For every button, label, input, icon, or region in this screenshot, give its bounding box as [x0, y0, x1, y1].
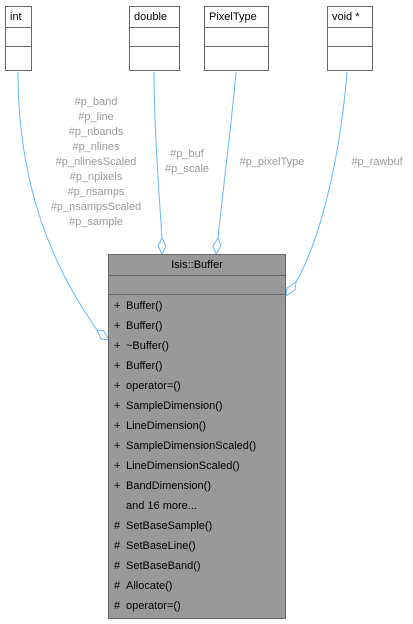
- member-name: Buffer(): [126, 320, 163, 332]
- visibility-marker: #: [114, 600, 121, 612]
- edge-label-line: #p_band: [74, 96, 118, 108]
- type-node-label: int: [10, 11, 22, 23]
- visibility-marker: +: [114, 360, 121, 372]
- edge-int-to-buffer: [17, 71, 98, 331]
- visibility-marker: +: [114, 300, 121, 312]
- member-row[interactable]: + SampleDimension(): [114, 396, 285, 416]
- member-name: Buffer(): [126, 360, 163, 372]
- member-row[interactable]: # SetBaseSample(): [114, 516, 285, 536]
- attributes-section: [109, 275, 285, 294]
- edge-voidptr-diamond: [285, 280, 297, 298]
- member-row[interactable]: # SetBaseBand(): [114, 556, 285, 576]
- edge-label-double: #p_buf #p_scale: [156, 147, 218, 177]
- member-row[interactable]: + Buffer(): [114, 296, 285, 316]
- attributes-section: [205, 27, 268, 46]
- member-name: SetBaseSample(): [126, 520, 213, 532]
- edge-label-line: #p_pixelType: [239, 156, 305, 168]
- member-name: SetBaseLine(): [126, 540, 196, 552]
- type-node-label: PixelType: [209, 11, 257, 23]
- member-name: operator=(): [126, 600, 181, 612]
- visibility-marker: +: [114, 400, 121, 412]
- visibility-marker: +: [114, 380, 121, 392]
- edge-label-int: #p_band #p_line #p_nbands #p_nlines #p_n…: [38, 95, 154, 230]
- member-name: operator=(): [126, 380, 181, 392]
- edge-label-line: #p_scale: [164, 163, 210, 175]
- edge-double-diamond: [157, 236, 167, 256]
- visibility-marker: #: [114, 520, 121, 532]
- methods-section: [6, 46, 31, 64]
- class-title: Isis::Buffer: [171, 259, 223, 271]
- member-row[interactable]: + SampleDimensionScaled(): [114, 436, 285, 456]
- visibility-marker: +: [114, 320, 121, 332]
- visibility-marker: +: [114, 340, 121, 352]
- member-name: SetBaseBand(): [126, 560, 201, 572]
- edge-label-line: #p_npixels: [69, 171, 123, 183]
- edge-pixeltype-to-buffer: [217, 71, 237, 239]
- methods-section: [328, 46, 372, 64]
- edge-label-line: #p_nsampsScaled: [50, 201, 142, 213]
- member-row[interactable]: # operator=(): [114, 596, 285, 616]
- edge-label-voidptr: #p_rawbuf: [345, 155, 409, 170]
- edge-voidptr-to-buffer: [295, 71, 348, 283]
- methods-section: + Buffer() + Buffer() + ~Buffer() + Buffer()…: [109, 294, 285, 617]
- visibility-marker: +: [114, 460, 121, 472]
- member-name: Buffer(): [126, 300, 163, 312]
- visibility-marker: #: [114, 560, 121, 572]
- attributes-section: [328, 27, 372, 46]
- edge-int-diamond: [96, 329, 110, 341]
- member-row[interactable]: + LineDimensionScaled(): [114, 456, 285, 476]
- type-node-double[interactable]: double: [129, 6, 180, 71]
- member-name: LineDimensionScaled(): [126, 460, 240, 472]
- member-row[interactable]: + BandDimension(): [114, 476, 285, 496]
- member-name: Allocate(): [126, 580, 173, 592]
- more-members-link[interactable]: and 16 more...: [114, 496, 285, 516]
- edge-label-line: #p_line: [78, 111, 114, 123]
- member-name: ~Buffer(): [126, 340, 169, 352]
- type-node-voidptr[interactable]: void *: [327, 6, 373, 71]
- type-node-pixeltype[interactable]: PixelType: [204, 6, 269, 71]
- type-node-label: void *: [332, 11, 360, 23]
- edge-label-line: #p_nlinesScaled: [55, 156, 137, 168]
- visibility-marker: +: [114, 420, 121, 432]
- member-row[interactable]: # SetBaseLine(): [114, 536, 285, 556]
- visibility-marker: #: [114, 540, 121, 552]
- class-node-buffer[interactable]: Isis::Buffer +Buffer() +Buffer() +~Buffe…: [108, 254, 286, 619]
- member-row[interactable]: + ~Buffer(): [114, 336, 285, 356]
- edge-pixeltype-diamond: [212, 236, 222, 256]
- methods-section: [130, 46, 179, 64]
- member-name: and 16 more...: [126, 500, 197, 512]
- edge-label-line: #p_sample: [69, 216, 123, 228]
- member-row[interactable]: + operator=(): [114, 376, 285, 396]
- member-name: SampleDimension(): [126, 400, 223, 412]
- methods-section: [205, 46, 268, 64]
- edge-label-line: #p_nlines: [72, 141, 120, 153]
- member-name: LineDimension(): [126, 420, 207, 432]
- edge-label-line: #p_buf: [170, 148, 204, 160]
- edge-label-line: #p_nbands: [68, 126, 124, 138]
- member-row[interactable]: + Buffer(): [114, 356, 285, 376]
- type-node-int[interactable]: int: [5, 6, 32, 71]
- edge-label-line: #p_nsamps: [67, 186, 125, 198]
- visibility-marker: +: [114, 480, 121, 492]
- member-name: BandDimension(): [126, 480, 211, 492]
- attributes-section: [6, 27, 31, 46]
- member-row[interactable]: # Allocate(): [114, 576, 285, 596]
- edge-label-pixeltype: #p_pixelType: [232, 155, 312, 170]
- attributes-section: [130, 27, 179, 46]
- member-row[interactable]: + Buffer(): [114, 316, 285, 336]
- type-node-label: double: [134, 11, 168, 23]
- edge-double-to-buffer: [153, 71, 163, 239]
- member-name: SampleDimensionScaled(): [126, 440, 257, 452]
- edge-label-line: #p_rawbuf: [351, 156, 403, 168]
- visibility-marker: #: [114, 580, 121, 592]
- member-row[interactable]: + LineDimension(): [114, 416, 285, 436]
- visibility-marker: +: [114, 440, 121, 452]
